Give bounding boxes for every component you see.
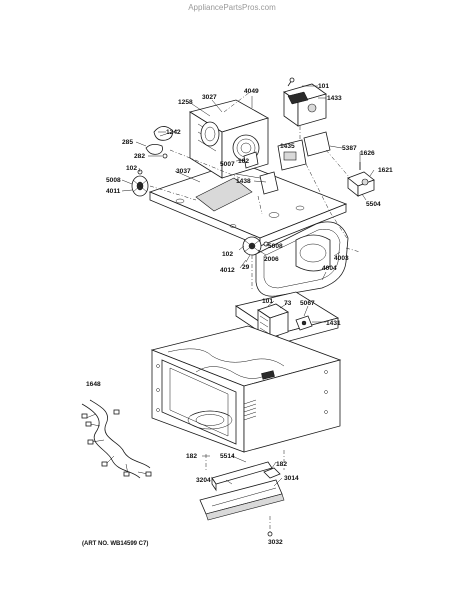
part-label: 4012 [220, 267, 235, 274]
wire-harness [81, 399, 152, 479]
watermark: AppliancePartsPros.com [188, 3, 276, 12]
bottom-handle-assembly [199, 450, 285, 537]
part-label: 2006 [264, 256, 279, 263]
part-label: 5008 [106, 177, 121, 184]
part-label: 3027 [202, 94, 217, 101]
part-label: 5504 [366, 201, 381, 208]
part-label: 1258 [178, 99, 193, 106]
part-label: 5007 [220, 161, 235, 168]
part-label: 102 [126, 165, 137, 172]
part-label: 3204 [196, 477, 211, 484]
part-label: 1626 [360, 150, 375, 157]
oven-cavity [150, 325, 342, 453]
part-label: 3037 [176, 168, 191, 175]
part-label: 3032 [268, 539, 283, 546]
part-label: 4011 [106, 188, 121, 195]
part-label: 182 [276, 461, 287, 468]
part-label: 282 [134, 153, 145, 160]
part-label: 1438 [236, 178, 251, 185]
leader-lines [121, 85, 375, 487]
part-label: 29 [242, 264, 250, 271]
part-label: 101 [262, 298, 273, 305]
part-label: 73 [284, 300, 292, 307]
part-label: 5514 [220, 453, 235, 460]
vent-blower-assembly [131, 77, 375, 247]
part-label: 1435 [280, 143, 295, 150]
part-label: 5008 [268, 243, 283, 250]
part-label: 5067 [300, 300, 315, 307]
part-label: 1433 [327, 95, 342, 102]
part-label: 102 [238, 158, 249, 165]
part-label: 3014 [284, 475, 299, 482]
part-label: 102 [222, 251, 233, 258]
part-label: 101 [318, 83, 329, 90]
art-number: (ART NO. WB14599 C7) [82, 541, 148, 547]
part-label: 182 [186, 453, 197, 460]
part-label: 4004 [322, 265, 337, 272]
part-label: 5387 [342, 145, 357, 152]
part-label: 1431 [326, 320, 341, 327]
part-label: 1621 [378, 167, 393, 174]
part-label: 1648 [86, 381, 101, 388]
part-label: 1242 [166, 129, 181, 136]
part-labels: 101 4049 1433 1258 3027 1242 285 282 102… [86, 83, 393, 546]
air-duct-assembly [242, 211, 361, 297]
part-label: 285 [122, 139, 133, 146]
part-label: 4003 [334, 255, 349, 262]
part-label: 4049 [244, 88, 259, 95]
